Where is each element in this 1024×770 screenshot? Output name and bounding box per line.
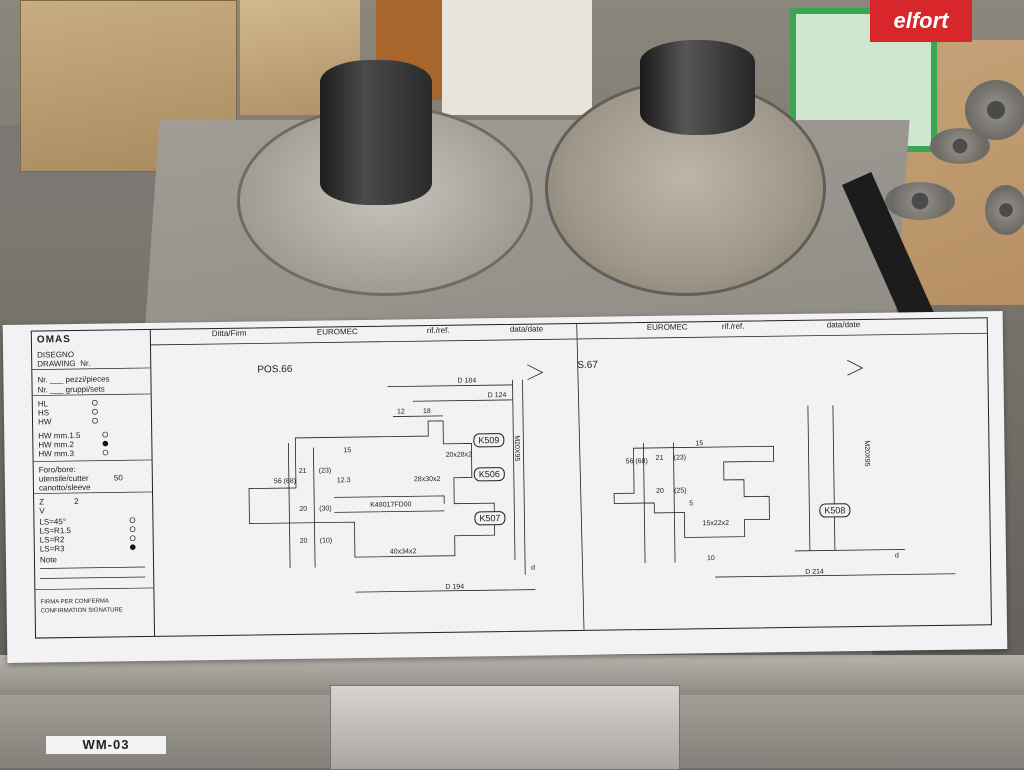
dim-23-right: (23) <box>673 454 687 462</box>
dim-21: 21 <box>298 467 307 475</box>
dim-10-right: 10 <box>706 555 715 563</box>
dim-18: 18 <box>422 408 431 416</box>
tag-k508: K508 <box>819 503 851 518</box>
groove-15x22x2: 15x22x2 <box>702 519 730 528</box>
cabinet-handle <box>330 685 680 770</box>
dim-12: 12 <box>396 408 405 416</box>
dim-m20-left: M20X95 <box>512 435 521 462</box>
groove-28x30x2: 28x30x2 <box>413 475 441 484</box>
dim-56: 56 (68) <box>273 477 297 486</box>
drawing-frame: OMAS DISEGNO DRAWING Nr. Nr. ___ pezzi/p… <box>30 317 992 639</box>
cutter-hub-right <box>640 40 755 135</box>
dim-20-right: 20 <box>656 487 664 495</box>
dim-m20-right: M20X95 <box>862 440 871 467</box>
dim-12-3: 12.3 <box>336 477 351 485</box>
tag-k507: K507 <box>474 510 506 526</box>
cutter-hub-left <box>320 60 432 205</box>
dim-d214: D 214 <box>805 568 824 576</box>
groove-20x28x2: 20x28x2 <box>445 451 473 459</box>
dim-30: (30) <box>319 505 332 513</box>
dim-d124: D 124 <box>487 391 507 400</box>
dim-23: (23) <box>318 467 332 475</box>
machine-part <box>885 182 955 220</box>
tag-k509: K509 <box>473 433 505 448</box>
dim-15: 15 <box>343 447 352 455</box>
dim-d194: D 194 <box>445 583 465 591</box>
dim-25-right: (25) <box>674 487 687 495</box>
title-block-lines <box>32 367 154 590</box>
dim-20b: 20 <box>299 537 308 545</box>
dim-d-left: d <box>531 564 536 572</box>
dim-21-right: 21 <box>655 454 664 462</box>
dim-d184: D 184 <box>457 377 477 385</box>
groove-40x34x2: 40x34x2 <box>389 548 417 556</box>
machine-part <box>985 185 1024 235</box>
machine-label: WM-03 <box>46 736 166 754</box>
dim-5-right: 5 <box>689 500 694 508</box>
machine-part <box>965 80 1024 140</box>
technical-drawing-sheet: OMAS DISEGNO DRAWING Nr. Nr. ___ pezzi/p… <box>2 311 1008 663</box>
drawing-linework <box>149 323 987 630</box>
dim-20a: 20 <box>299 505 308 513</box>
dim-15-right: 15 <box>695 440 704 448</box>
part-code: K48017FD00 <box>370 501 412 509</box>
dim-10: (10) <box>319 537 333 545</box>
title-block: OMAS DISEGNO DRAWING Nr. Nr. ___ pezzi/p… <box>31 329 156 638</box>
dim-56-right: 56 (68) <box>625 458 648 466</box>
tag-k506: K506 <box>473 467 505 482</box>
dim-d-right: d <box>894 552 899 560</box>
red-sign: elfort <box>870 0 972 42</box>
paper-bag <box>442 0 592 115</box>
